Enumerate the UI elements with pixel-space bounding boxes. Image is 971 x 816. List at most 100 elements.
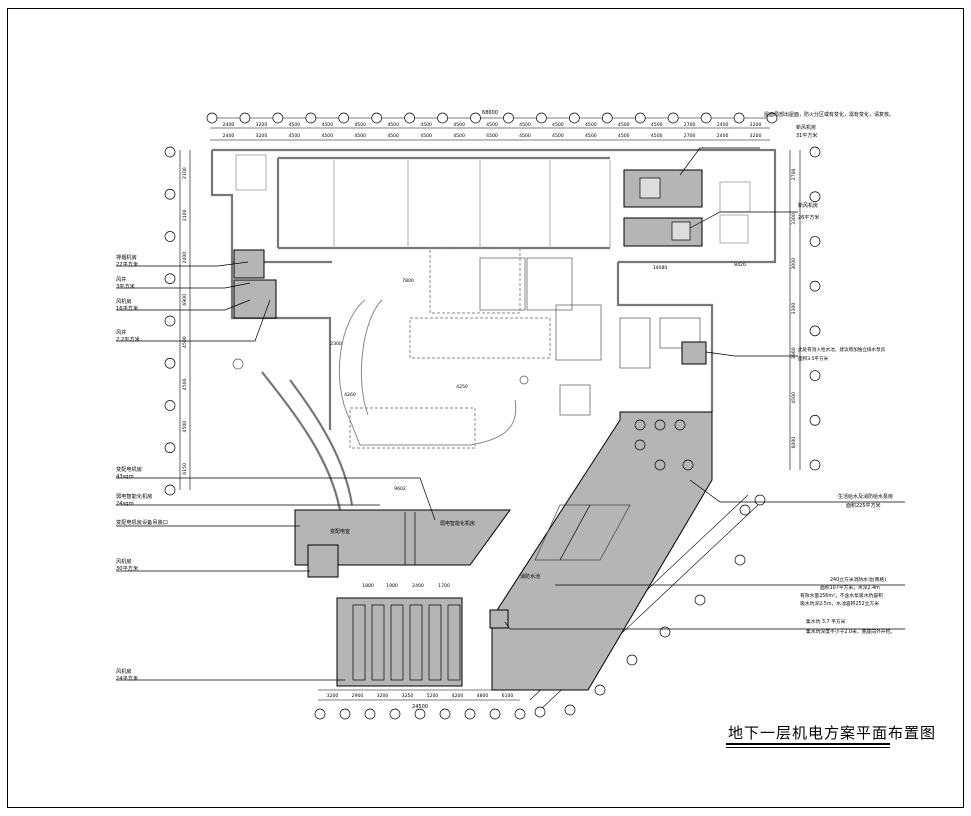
top-span-label-2: 3200 xyxy=(750,133,762,139)
axis-bubble xyxy=(809,280,821,292)
top-span-label-2: 2400 xyxy=(717,133,729,139)
axis-bubble xyxy=(601,112,613,124)
axis-bubble xyxy=(164,442,176,454)
left-span-label: 4500 xyxy=(182,421,188,433)
axis-bubble xyxy=(314,708,326,720)
top-span-label-2: 4500 xyxy=(354,133,366,139)
drawing-frame xyxy=(7,8,964,808)
axis-bubble xyxy=(534,706,546,718)
axis-bubble xyxy=(734,554,746,566)
left-room-b-area: 3平方米 xyxy=(116,282,136,290)
top-span-label: 4500 xyxy=(519,122,531,128)
sump-note-2: 集水坑深度不小于2.0米，底座向外开挖。 xyxy=(806,628,895,635)
left-span-label: 4500 xyxy=(182,336,188,348)
top-span-label: 4500 xyxy=(321,122,333,128)
right-dimension-lines xyxy=(789,150,801,470)
top-span-label: 3200 xyxy=(750,122,762,128)
substation-area: 43sqm xyxy=(116,474,134,480)
top-spans-row-1: 2400 3200 4500 4500 4500 4500 4500 4500 4500 4500… xyxy=(223,122,762,128)
top-span-label: 3200 xyxy=(256,122,268,128)
diagonal-axis-bubbles xyxy=(534,494,766,718)
left-smoke-room xyxy=(233,249,265,279)
axis-bubble xyxy=(659,626,671,638)
axis-bubble xyxy=(536,112,547,124)
top-span-label-2: 4500 xyxy=(651,133,663,139)
top-span-label-2: 4500 xyxy=(552,133,564,139)
bottom-span-label: 6100 xyxy=(502,693,514,699)
top-span-label-2: 4500 xyxy=(453,133,465,139)
fan-room-left-label: 风机房 xyxy=(116,557,132,565)
top-span-label-2: 2400 xyxy=(223,133,235,139)
sump-pit xyxy=(489,609,509,629)
inner-dim-label: 2300 xyxy=(330,341,342,347)
axis-bubble xyxy=(694,594,706,606)
left-room-d-label: 风井 xyxy=(116,328,126,336)
tank-note-4: 吸水坑深2.5m，水池容积252立方米 xyxy=(800,600,879,607)
top-span-label: 4500 xyxy=(420,122,432,128)
left-room-d-area: 2.2平方米 xyxy=(116,335,141,343)
right-pump-area: 面积3.5平方米 xyxy=(798,355,829,362)
axis-bubble xyxy=(809,146,821,158)
right-span-label: 3000 xyxy=(791,258,797,270)
left-span-label: 2400 xyxy=(182,252,188,264)
top-span-label: 2400 xyxy=(223,122,235,128)
top-span-label-2: 2700 xyxy=(684,133,696,139)
inner-dim-label: 9602 xyxy=(394,486,406,492)
fresh-air-1-area: 31平方米 xyxy=(796,132,817,139)
left-axis-bubbles xyxy=(164,146,176,496)
sump-note-1: 集水坑 3.7 平方米 xyxy=(806,618,846,625)
bottom-overall: 24500 xyxy=(412,704,428,710)
top-span-label-2: 4500 xyxy=(289,133,301,139)
axis-bubble xyxy=(339,708,351,720)
axis-bubble xyxy=(389,708,401,720)
top-spans-row-2: 2400 3200 4500 4500 4500 4500 4500 4500 4500 4500… xyxy=(223,133,762,139)
axis-bubble xyxy=(809,191,821,203)
axis-bubble xyxy=(514,708,526,720)
bottom-dimension-lines xyxy=(318,689,520,701)
axis-bubble xyxy=(437,112,448,124)
top-span-label: 4500 xyxy=(552,122,564,128)
axis-bubble xyxy=(594,684,606,696)
top-span-label-2: 4500 xyxy=(618,133,630,139)
top-span-label: 4500 xyxy=(618,122,630,128)
axis-bubble xyxy=(414,708,426,720)
axis-bubble xyxy=(809,459,821,471)
right-pump-note: 此处有消火栓水池，建议增加独立排水泵房 xyxy=(798,346,886,353)
axis-bubble xyxy=(164,400,176,411)
axis-bubble xyxy=(739,504,751,516)
top-span-label-2: 4500 xyxy=(387,133,399,139)
bottom-span-label: 2900 xyxy=(352,693,364,699)
left-room-b-label: 风井 xyxy=(116,275,126,283)
left-span-label: 4500 xyxy=(182,378,188,390)
fresh-air-2-label: 新风机房 xyxy=(798,202,818,209)
top-span-label: 4500 xyxy=(387,122,399,128)
fan-room-left-area: 30平方米 xyxy=(116,564,139,572)
top-span-label: 4500 xyxy=(486,122,498,128)
parking-ramp xyxy=(338,247,573,449)
right-span-label: 3300 xyxy=(791,213,797,225)
right-axis-bubbles xyxy=(809,146,821,471)
axis-bubble xyxy=(164,231,176,242)
top-span-label: 4500 xyxy=(453,122,465,128)
left-span-label: 2100 xyxy=(182,167,188,179)
axis-bubble xyxy=(164,188,176,200)
axis-bubble xyxy=(564,704,576,716)
tank-inside-label: 消防水池 xyxy=(520,573,540,580)
bottom-span-label: 3200 xyxy=(377,693,389,699)
drawing-title: 地下一层机电方案平面布置图 xyxy=(728,724,937,742)
top-span-label: 2400 xyxy=(717,122,729,128)
axis-bubble xyxy=(766,112,778,124)
bottom-span-label: 4800 xyxy=(477,693,489,699)
axis-bubble xyxy=(464,708,476,720)
room-details xyxy=(352,177,694,681)
top-span-label-2: 4500 xyxy=(486,133,498,139)
bottom-equipment-room xyxy=(336,597,463,687)
lv-inside-label: 弱电智能化机房 xyxy=(440,520,475,527)
title-underline xyxy=(726,743,890,745)
water-pump-room xyxy=(491,411,713,691)
substation-inside-label: 变配电室 xyxy=(330,528,350,535)
axis-bubble xyxy=(809,236,821,247)
fresh-air-room-1 xyxy=(623,169,703,208)
